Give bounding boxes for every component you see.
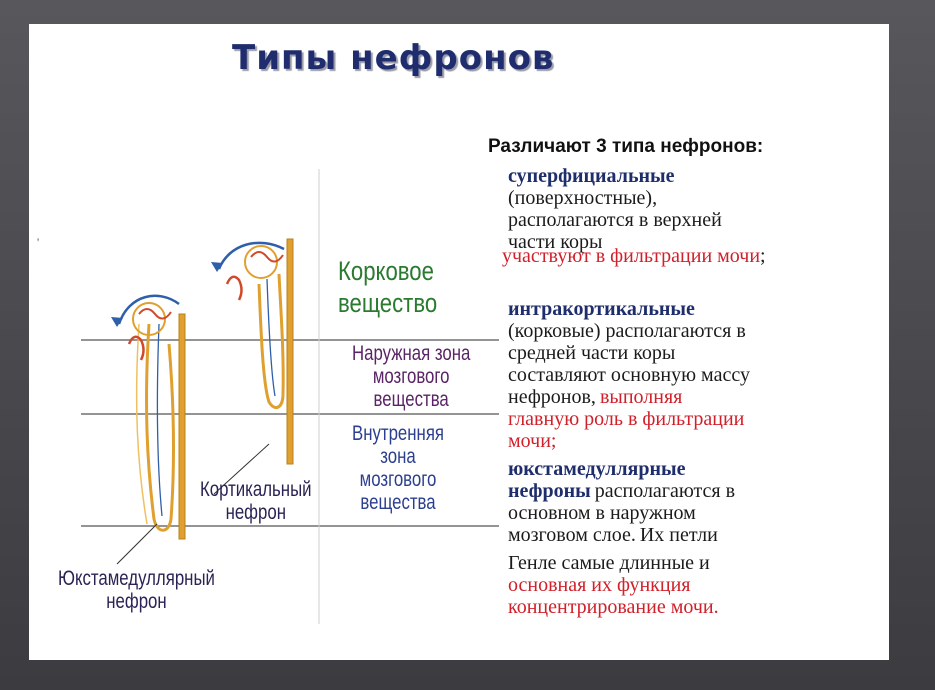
intracortical-line5: главную роль в фильтрации — [508, 408, 745, 430]
superficial-line2: располагаются в верхней — [508, 209, 722, 231]
intracortical-line4-red: выполняя — [599, 386, 683, 408]
superficial-name: суперфициальные — [508, 165, 675, 187]
intracortical-line4: нефронов, выполняя — [508, 386, 682, 408]
cortical-nephron-label: Кортикальный нефрон — [200, 478, 312, 524]
superficial-line3: части коры — [508, 231, 603, 253]
inner-medulla-label: Внутренняя зона мозгового вещества — [352, 422, 445, 514]
juxtamedullary-nephron-drawing — [111, 294, 186, 540]
intracortical-line1: (корковые) располагаются в — [508, 320, 746, 342]
juxtamedullary-line2: основном в наружном — [508, 502, 696, 524]
juxtamedullary-line1: нефроны располагаются в — [508, 480, 735, 502]
superficial-tail: ; — [760, 245, 766, 267]
intracortical-line2: средней части коры — [508, 342, 676, 364]
juxtamedullary-line3-text: мозговом слое. — [508, 524, 636, 546]
intracortical-line6: мочи; — [508, 430, 557, 452]
outer-medulla-label: Наружная зона мозгового вещества — [352, 342, 471, 411]
intracortical-line4-black: нефронов, — [508, 386, 596, 408]
juxtamedullary-line6: концентрирование мочи. — [508, 596, 719, 618]
nephron-diagram: ' — [37, 169, 499, 624]
intracortical-name: интракортикальные — [508, 298, 695, 320]
stray-mark: ' — [37, 235, 39, 249]
juxtamedullary-line3-tail: Их петли — [639, 524, 718, 546]
juxta-pointer-line — [116, 523, 158, 565]
superficial-function-row: участвуют в фильтрации мочи; — [502, 245, 766, 267]
juxtamedullary-name2: нефроны — [508, 480, 591, 502]
juxtamedullary-line4: Генле самые длинные и — [508, 552, 710, 574]
intracortical-line3: составляют основную массу — [508, 364, 750, 386]
juxtamedullary-line3: мозговом слое. Их петли — [508, 524, 718, 546]
cortical-nephron-drawing — [211, 238, 294, 465]
slide-title: Типы нефронов — [232, 38, 555, 78]
juxtamedullary-name: юкстамедуллярные — [508, 458, 686, 480]
juxtamedullary-nephron-label: Юкстамедуллярный нефрон — [58, 567, 215, 613]
intro-heading: Различают 3 типа нефронов: — [488, 136, 764, 157]
slide — [29, 24, 889, 660]
juxtamedullary-line5: основная их функция — [508, 574, 691, 596]
juxtamedullary-line1-tail: располагаются в — [594, 480, 736, 502]
cortex-label: Корковое вещество — [338, 256, 438, 318]
cortical-pointer-line — [213, 443, 270, 495]
superficial-function: участвуют в фильтрации мочи — [502, 245, 761, 267]
superficial-line1: (поверхностные), — [508, 187, 658, 209]
